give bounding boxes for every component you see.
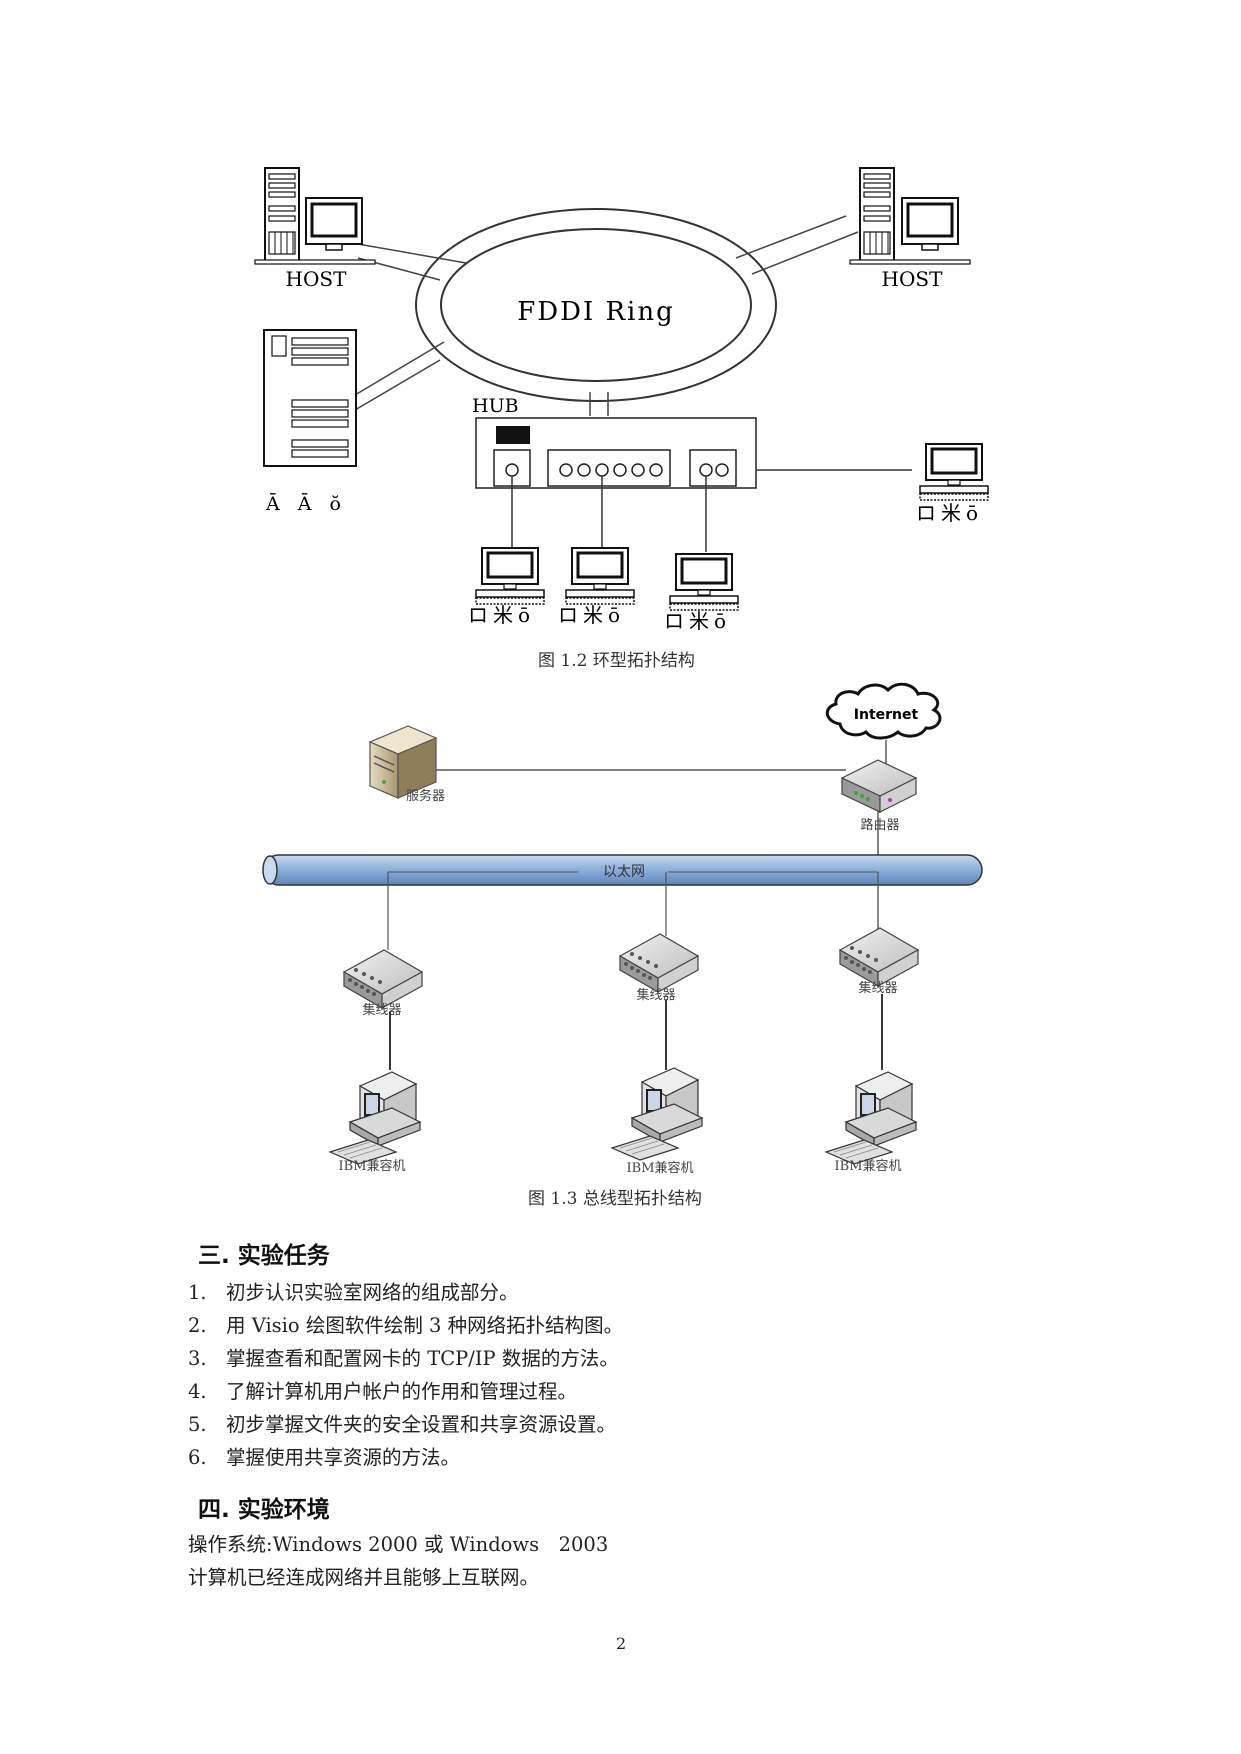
task-list: 1.初步认识实验室网络的组成部分。 2.用 Visio 绘图软件绘制 3 种网络… — [188, 1276, 623, 1474]
workstation-3-glyphs: ロ米ō — [664, 609, 731, 633]
environment-network-line: 计算机已经连成网络并且能够上互联网。 — [188, 1566, 540, 1589]
list-item: 5.初步掌握文件夹的安全设置和共享资源设置。 — [188, 1413, 617, 1436]
fddi-ring-inner — [440, 228, 752, 382]
router-icon — [840, 759, 918, 813]
network-hub-2 — [619, 933, 699, 993]
workstation-3 — [668, 552, 740, 612]
ring-topology-diagram: FDDI Ring HOST HOST Ā Ā ŏ HUB — [254, 167, 990, 633]
workstation-1-glyphs: ロ米ō — [468, 603, 535, 627]
page-number: 2 — [616, 1634, 627, 1653]
list-item: 6.掌握使用共享资源的方法。 — [188, 1446, 461, 1469]
server-cabinet — [263, 329, 357, 467]
internet-label: Internet — [854, 707, 919, 723]
environment-os-line: 操作系统:Windows 2000 或 Windows 2003 — [188, 1533, 609, 1556]
section-3-heading: 三. 实验任务 — [198, 1243, 330, 1269]
list-item: 2.用 Visio 绘图软件绘制 3 种网络拓扑结构图。 — [188, 1314, 624, 1337]
hub-device — [475, 417, 757, 489]
pc-1-label: IBM兼容机 — [339, 1158, 406, 1174]
workstation-right — [918, 442, 990, 502]
router-label: 路由器 — [860, 817, 899, 833]
list-item: 4.了解计算机用户帐户的作用和管理过程。 — [188, 1380, 578, 1403]
file-server-icon — [368, 725, 438, 799]
host-left-label: HOST — [286, 267, 348, 291]
hub-1-label: 集线器 — [362, 1002, 401, 1018]
list-item: 3.掌握查看和配置网卡的 TCP/IP 数据的方法。 — [188, 1347, 619, 1370]
bus-label: 以太网 — [603, 864, 645, 880]
host-right-computer — [849, 167, 971, 265]
hub-2-label: 集线器 — [636, 987, 675, 1003]
ibm-pc-1 — [329, 1071, 421, 1165]
host-right-label: HOST — [882, 267, 944, 291]
workstation-right-glyphs: ロ米ō — [916, 501, 983, 525]
workstation-2-glyphs: ロ米ō — [558, 603, 625, 627]
server-label: 服务器 — [406, 788, 445, 804]
workstation-2 — [564, 546, 636, 606]
network-hub-3 — [839, 927, 919, 987]
figure-1-2-caption: 图 1.2 环型拓扑结构 — [538, 651, 695, 671]
pc-2-label: IBM兼容机 — [627, 1160, 694, 1176]
ibm-pc-2 — [611, 1067, 703, 1161]
server-glyph-label: Ā Ā ŏ — [265, 492, 347, 515]
network-hub-1 — [343, 949, 423, 1009]
figure-1-3-caption: 图 1.3 总线型拓扑结构 — [528, 1189, 702, 1209]
ethernet-bus — [262, 854, 983, 886]
hub-label: HUB — [472, 395, 519, 417]
fddi-ring-label: FDDI Ring — [517, 297, 675, 327]
internet-cloud-icon — [825, 682, 942, 740]
workstation-1 — [474, 546, 546, 606]
host-left-computer — [254, 167, 376, 265]
pc-3-label: IBM兼容机 — [835, 1158, 902, 1174]
list-item: 1.初步认识实验室网络的组成部分。 — [188, 1281, 519, 1304]
hub-3-label: 集线器 — [858, 980, 897, 996]
section-4-heading: 四. 实验环境 — [198, 1497, 330, 1523]
fddi-ring-outer — [415, 208, 777, 402]
ibm-pc-3 — [825, 1071, 917, 1165]
